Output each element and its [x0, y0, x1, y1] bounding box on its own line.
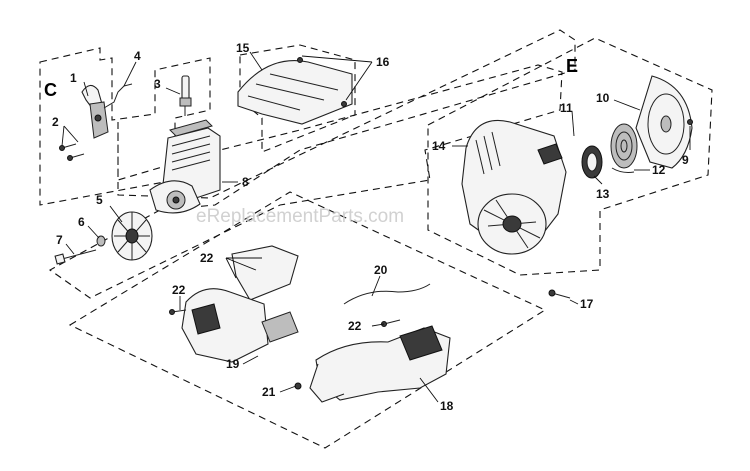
housing-bolt-part: [548, 289, 571, 299]
clutch-housing-part: [181, 288, 299, 363]
label-part-18: 18: [440, 399, 454, 413]
leader-lines: [61, 51, 691, 403]
label-part-5: 5: [96, 193, 103, 207]
recoil-pulley-part: [581, 145, 603, 179]
washer-part: [96, 235, 106, 247]
engine-band-boundary: [48, 29, 576, 299]
engine-housing-part: [461, 120, 567, 255]
top-cover-part: [237, 60, 353, 125]
section-e-boundary: [427, 37, 713, 276]
label-part-22-right: 22: [348, 319, 362, 333]
label-part-12: 12: [652, 163, 666, 177]
engine-block-part: [149, 119, 221, 214]
starter-cover-part: [635, 75, 693, 169]
label-part-4: 4: [134, 49, 141, 63]
section-letter-c: C: [44, 80, 57, 100]
ignition-wire-part: [103, 83, 133, 109]
recoil-spring-part: [610, 123, 638, 169]
label-part-13: 13: [596, 187, 610, 201]
cover-screws-part: [297, 57, 347, 107]
label-part-9: 9: [682, 153, 689, 167]
handle-group-boundary: [68, 191, 547, 449]
label-part-17: 17: [580, 297, 594, 311]
label-part-15: 15: [236, 41, 250, 55]
boom-handle-part: [309, 325, 451, 403]
ignition-screws-part: [59, 143, 85, 161]
label-part-16: 16: [376, 55, 390, 69]
label-part-19: 19: [226, 357, 240, 371]
spark-plug-part: [179, 75, 192, 116]
watermark-text: eReplacementParts.com: [196, 206, 404, 227]
throttle-cable-part: [343, 283, 431, 305]
label-part-22-left: 22: [172, 283, 186, 297]
ignition-bracket-part: [81, 84, 109, 139]
label-part-3: 3: [154, 77, 161, 91]
section-letter-e: E: [566, 56, 578, 76]
label-part-7: 7: [56, 233, 63, 247]
part-number-labels: 1 2 3 4 5 6 7 8 9 10 11 12 13 14 15 16 1…: [52, 41, 689, 413]
label-part-11: 11: [560, 101, 573, 115]
flywheel-part: [111, 211, 153, 261]
label-part-2: 2: [52, 115, 59, 129]
label-part-8: 8: [242, 175, 249, 189]
label-part-1: 1: [70, 71, 77, 85]
label-part-22-upper: 22: [200, 251, 214, 265]
tube-bracket-part: [231, 245, 299, 301]
starter-screw-part: [687, 119, 693, 125]
label-part-6: 6: [78, 215, 85, 229]
section-c-boundary: [39, 47, 211, 206]
label-part-20: 20: [374, 263, 388, 277]
label-part-10: 10: [596, 91, 610, 105]
label-part-14: 14: [432, 139, 446, 153]
starter-rope-part: [611, 167, 635, 173]
label-part-21: 21: [262, 385, 276, 399]
shaft-bolt-part: [54, 249, 97, 265]
